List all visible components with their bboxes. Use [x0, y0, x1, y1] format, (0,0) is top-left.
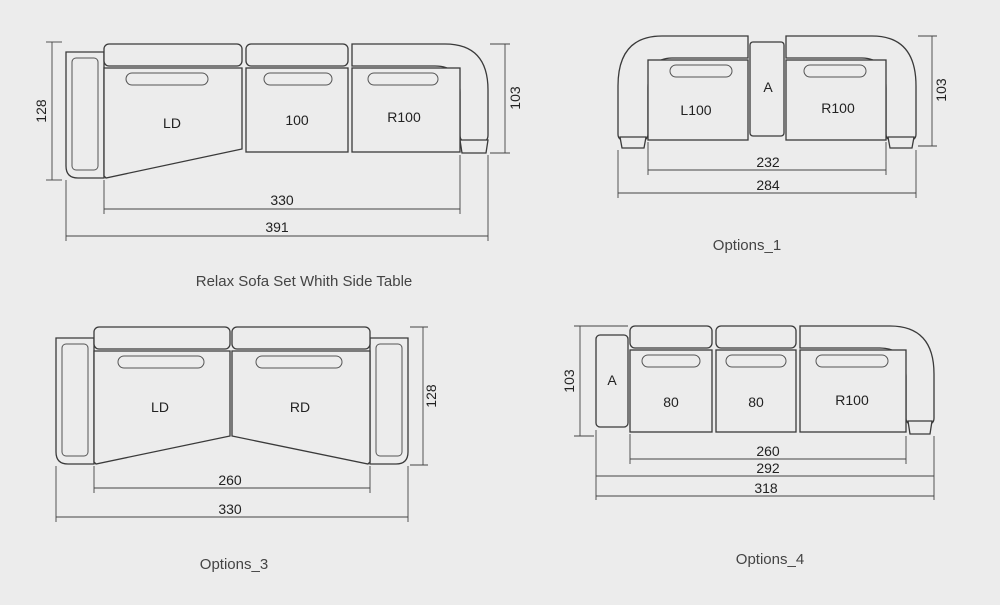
backrest-100 [245, 43, 349, 67]
pillow-r100 [815, 354, 889, 368]
dim-height: 103 [933, 78, 949, 102]
dim-inner-width: 330 [270, 192, 294, 208]
sofa-option-1: L100 A R100 103 232 284 Options_1 [617, 35, 949, 254]
module-label-r100: R100 [387, 109, 421, 125]
seat-l100 [647, 59, 749, 141]
sofa-option-4: A 80 80 R100 103 260 292 318 Options_4 [561, 325, 935, 568]
dim-height-left: 128 [33, 99, 49, 123]
seat-80-first [629, 349, 713, 433]
dim-inner-width: 232 [756, 154, 780, 170]
dim-total-width: 284 [756, 177, 780, 193]
dim-total-width: 391 [265, 219, 289, 235]
backrest-ld [93, 326, 231, 350]
module-label-r100: R100 [835, 392, 869, 408]
seat-ld [103, 67, 243, 179]
table-a [595, 334, 629, 428]
caption-main: Relax Sofa Set Whith Side Table [196, 273, 413, 290]
pillow-ld [117, 355, 205, 369]
module-label-ld: LD [151, 399, 169, 415]
sofa-option-3: LD RD 128 260 330 Options_3 [55, 326, 439, 573]
backrest-ld [103, 43, 243, 67]
module-label-a: A [763, 79, 773, 95]
seat-100 [245, 67, 349, 153]
dim-height-right: 103 [507, 86, 523, 110]
dim-total-width: 318 [754, 480, 778, 496]
arm-foot-r100 [887, 136, 915, 149]
seat-80-second [715, 349, 797, 433]
dim-inner-width: 260 [218, 472, 242, 488]
pillow-r100 [367, 72, 439, 86]
pillow-ld [125, 72, 209, 86]
dim-inner-width: 260 [756, 443, 780, 459]
sofa-set-main: LD 100 R100 128 103 330 391 Relax Sofa S… [33, 41, 523, 290]
module-label-rd: RD [290, 399, 310, 415]
seat-rd [231, 350, 371, 465]
arm-foot-r100 [907, 420, 933, 435]
backrest-rd [231, 326, 371, 350]
module-label-a: A [607, 372, 617, 388]
side-table-left [55, 337, 95, 465]
pillow-rd [255, 355, 343, 369]
pillow-r100 [803, 64, 867, 78]
pillow-l100 [669, 64, 733, 78]
side-table-right-inset [375, 343, 403, 457]
pillow-80-first [641, 354, 701, 368]
module-label-r100: R100 [821, 100, 855, 116]
pillow-100 [263, 72, 333, 86]
side-table [65, 51, 105, 179]
backrest-80-second [715, 325, 797, 349]
module-label-80-first: 80 [663, 394, 679, 410]
dim-height: 128 [423, 384, 439, 408]
dim-total-width: 330 [218, 501, 242, 517]
arm-foot-l100 [619, 136, 647, 149]
dim-height: 103 [561, 369, 577, 393]
arm-foot-r100 [459, 139, 489, 154]
seat-r100 [785, 59, 887, 141]
module-label-ld: LD [163, 115, 181, 131]
caption-option-1: Options_1 [713, 237, 781, 254]
backrest-80-first [629, 325, 713, 349]
seat-r100 [799, 349, 907, 433]
side-table-left-inset [61, 343, 89, 457]
module-label-l100: L100 [680, 102, 711, 118]
module-label-100: 100 [285, 112, 309, 128]
side-table-inset [71, 57, 99, 171]
dim-mid-width: 292 [756, 460, 780, 476]
seat-r100 [351, 67, 461, 153]
module-label-80-second: 80 [748, 394, 764, 410]
seat-ld [93, 350, 231, 465]
table-a [749, 41, 785, 137]
pillow-80-second [725, 354, 787, 368]
caption-option-3: Options_3 [200, 556, 268, 573]
side-table-right [369, 337, 409, 465]
caption-option-4: Options_4 [736, 551, 804, 568]
